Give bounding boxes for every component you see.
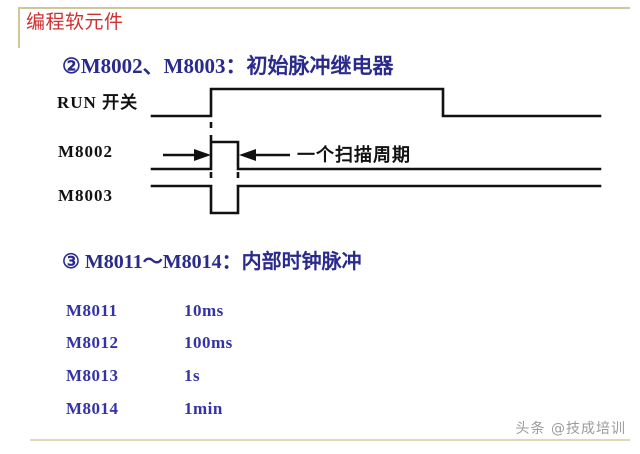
waveform-m8002 [150, 140, 602, 171]
timing-diagram: RUN 开关 M8002 M8003 一个扫描周期 [0, 80, 640, 235]
header-left-rule [18, 7, 20, 48]
header-top-rule [18, 7, 630, 9]
clock-device-name: M8014 [66, 399, 119, 418]
section-heading-item2: ②M8002、M8003：初始脉冲继电器 [62, 54, 394, 78]
section-heading-item3: ③ M8011～M8014：内部时钟脉冲 [62, 251, 362, 273]
clock-row-m8013: M8013 1s [66, 366, 326, 388]
clock-period-value: 1min [184, 399, 223, 418]
clock-row-m8011: M8011 10ms [66, 301, 326, 323]
scan-cycle-arrow-left [163, 149, 211, 161]
clock-device-name: M8012 [66, 333, 119, 352]
page-title: 编程软元件 [26, 11, 124, 33]
waveform-label-m8003: M8003 [58, 186, 114, 205]
waveform-label-run-switch: RUN 开关 [57, 93, 139, 112]
clock-row-m8014: M8014 1min [66, 399, 326, 421]
clock-period-value: 10ms [184, 301, 224, 320]
waveform-run-switch [150, 87, 602, 118]
scan-cycle-annotation: 一个扫描周期 [297, 145, 411, 166]
clock-period-value: 1s [184, 366, 201, 385]
waveform-svg [150, 87, 602, 215]
scan-cycle-arrow-right [239, 149, 290, 161]
waveform-m8003 [150, 184, 602, 215]
clock-row-m8012: M8012 100ms [66, 333, 326, 355]
clock-period-value: 100ms [184, 333, 233, 352]
clock-device-name: M8013 [66, 366, 119, 385]
watermark: 头条 @技成培训 [515, 421, 626, 437]
footer-rule [30, 439, 630, 441]
waveform-label-m8002: M8002 [58, 142, 114, 161]
clock-device-name: M8011 [66, 301, 118, 320]
